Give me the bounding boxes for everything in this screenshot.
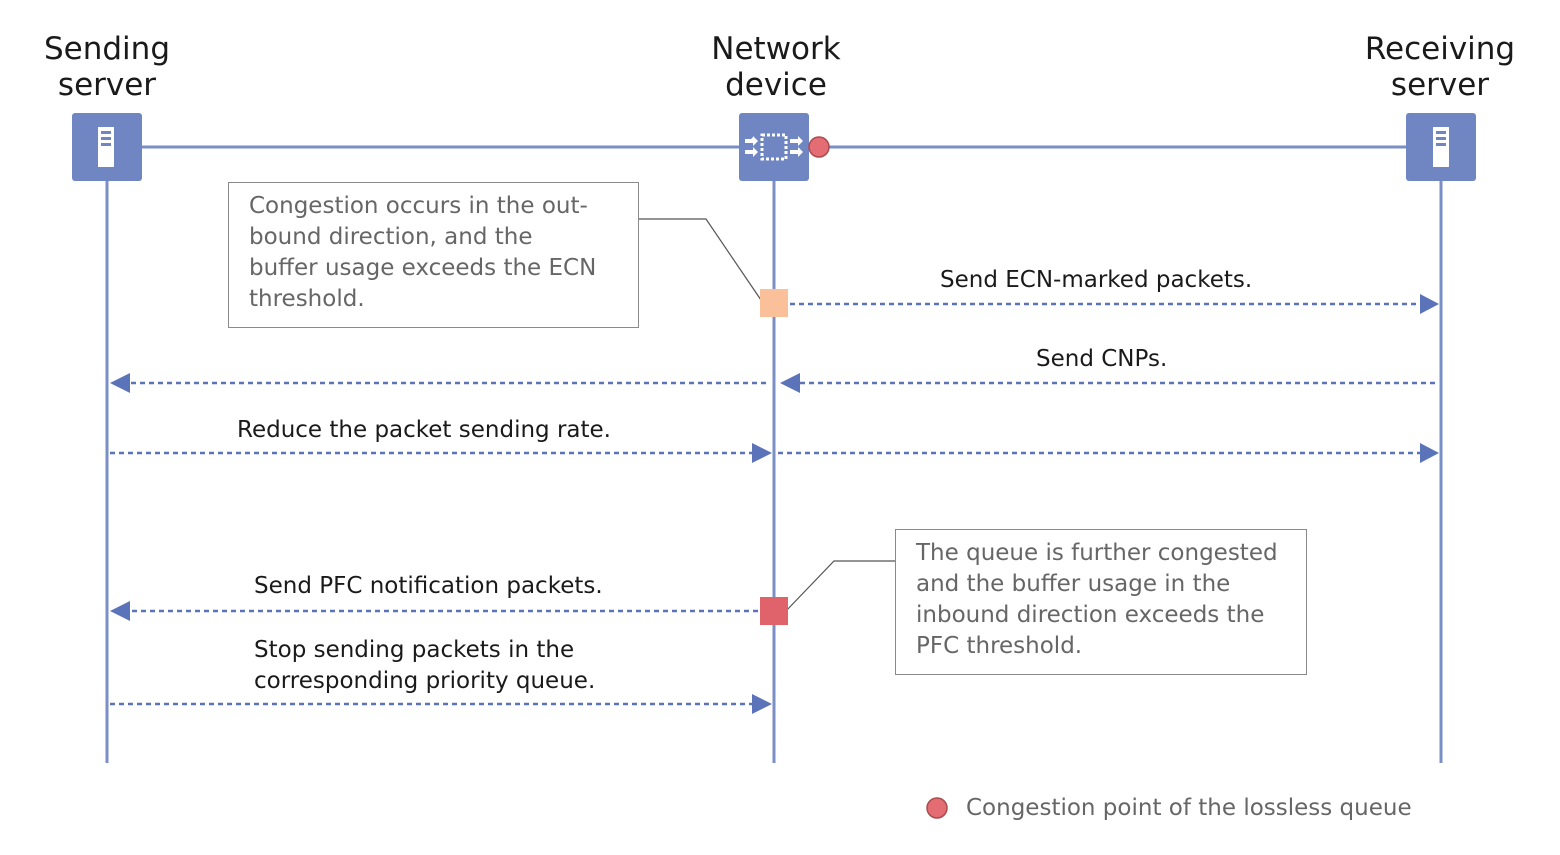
ecn-marker: [760, 289, 788, 317]
legend-congestion-dot: [926, 797, 948, 819]
pfc-threshold-note: The queue is further congested and the b…: [895, 529, 1307, 675]
participant-receiving-server: Receiving server: [1364, 31, 1516, 103]
message-ecn-marked-label: Send ECN-marked packets.: [940, 267, 1253, 293]
congestion-point-dot: [808, 136, 830, 158]
legend-label: Congestion point of the lossless queue: [966, 795, 1412, 821]
message-cnps-label: Send CNPs.: [1036, 346, 1168, 372]
message-stop-sending-label: Stop sending packets in the correspondin…: [254, 637, 596, 694]
ecn-threshold-note: Congestion occurs in the out- bound dire…: [228, 182, 639, 328]
server-icon: [1406, 113, 1476, 181]
message-reduce-rate-label: Reduce the packet sending rate.: [237, 417, 611, 443]
message-pfc-notification-label: Send PFC notification packets.: [254, 573, 603, 599]
arrow-ecn-marked: [790, 294, 1439, 314]
participant-network-device: Network device: [711, 31, 841, 103]
participant-sending-server: Sending server: [43, 31, 170, 103]
pfc-note-connector: [784, 560, 896, 613]
arrow-pfc-notification: [110, 601, 758, 621]
arrow-reduce-rate-network-to-receiving: [778, 443, 1439, 463]
ecn-note-connector: [638, 218, 764, 304]
arrow-cnps-network-to-sending: [110, 373, 766, 393]
arrow-stop-sending: [110, 694, 772, 714]
arrow-cnps-receiving-to-network: [780, 373, 1435, 393]
network-device-icon: [739, 113, 809, 181]
pfc-marker: [760, 597, 788, 625]
server-icon: [72, 113, 142, 181]
arrow-reduce-rate-sending-to-network: [110, 443, 772, 463]
